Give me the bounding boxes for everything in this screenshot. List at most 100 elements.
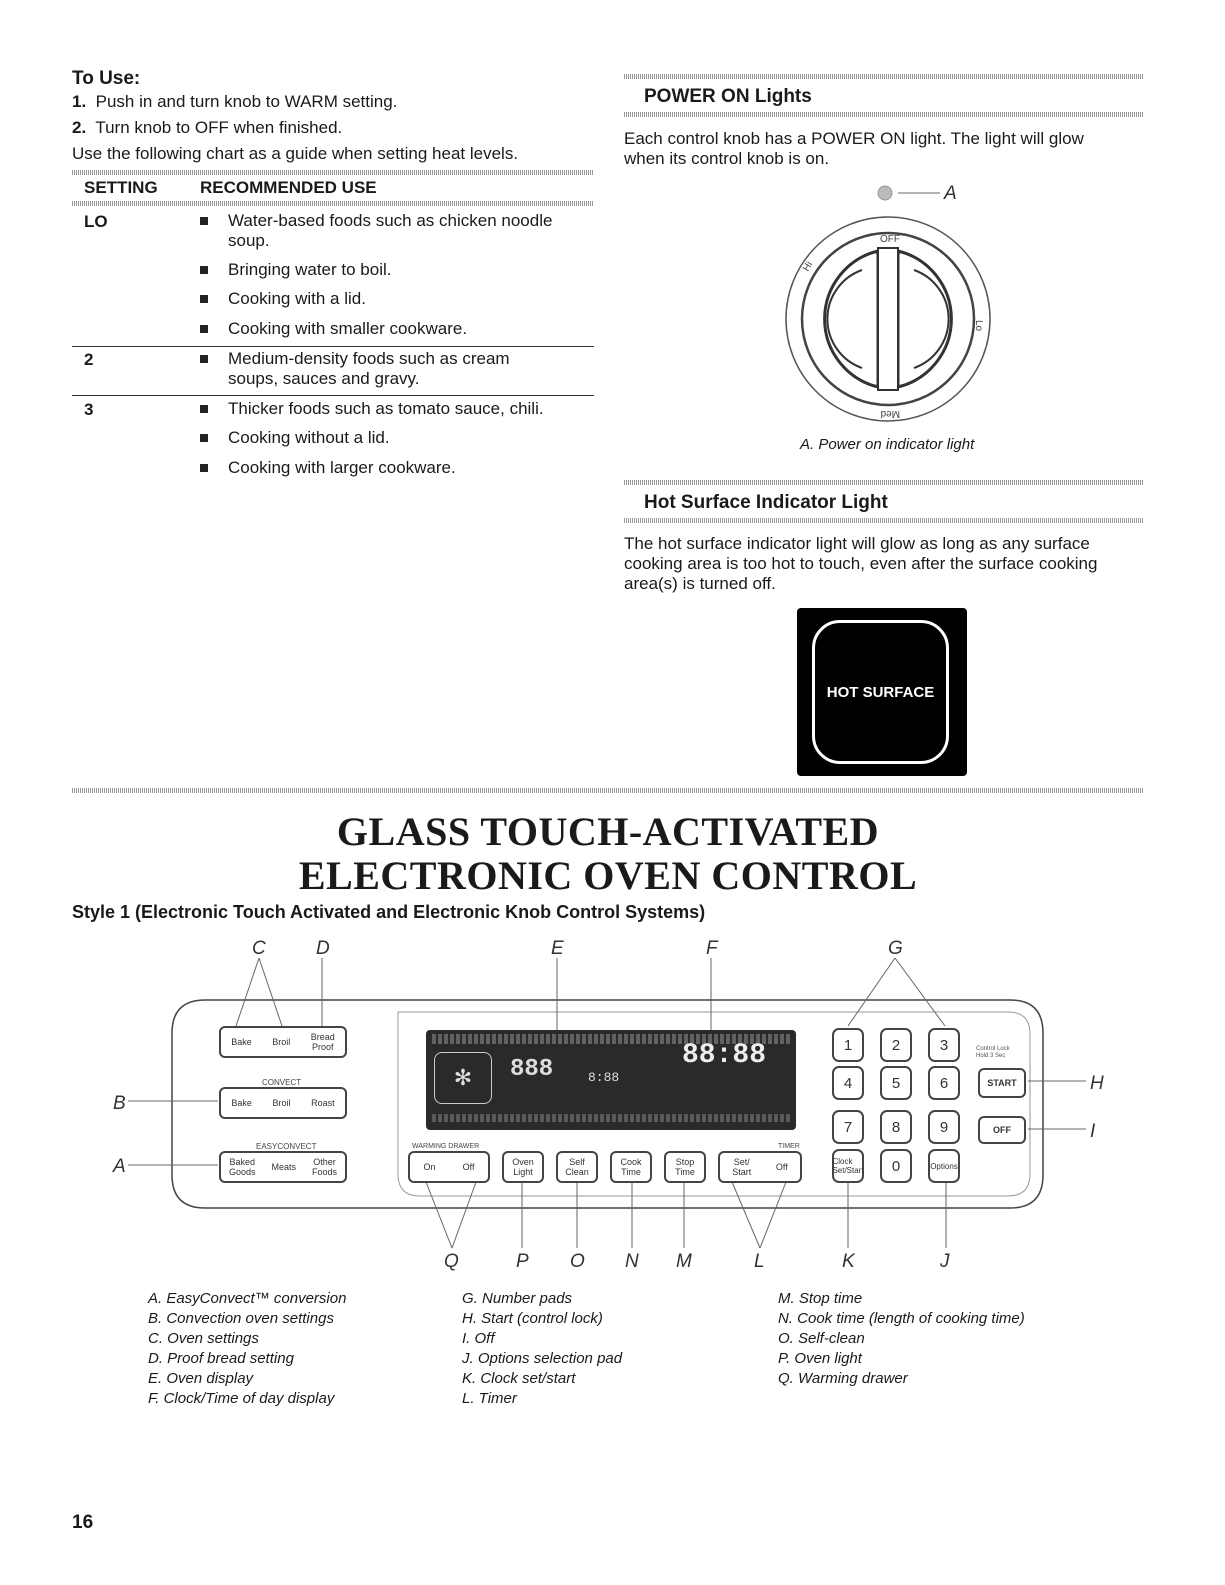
knob-caption: A. Power on indicator light xyxy=(800,436,975,453)
callout-o: O xyxy=(570,1251,585,1272)
legend-item: D. Proof bread setting xyxy=(148,1350,294,1367)
step-2: 2. Turn knob to OFF when finished. xyxy=(72,118,342,138)
number-pad-8[interactable]: 8 xyxy=(880,1110,912,1144)
table-header-rule xyxy=(72,201,594,206)
setting-2: 2 xyxy=(84,350,94,369)
legend-item: H. Start (control lock) xyxy=(462,1310,603,1327)
warming-off-button[interactable]: Off xyxy=(462,1162,475,1172)
knob-label-lo: Lo xyxy=(973,320,984,332)
bullet xyxy=(200,295,208,303)
number-pad-6[interactable]: 6 xyxy=(928,1066,960,1100)
legend-item: E. Oven display xyxy=(148,1370,254,1387)
knob-label-off: OFF xyxy=(880,234,900,245)
setting-lo: LO xyxy=(84,212,108,231)
section-rule xyxy=(624,112,1144,117)
hot-surface-heading: Hot Surface Indicator Light xyxy=(644,492,888,513)
convect-settings-group: Bake Broil Roast xyxy=(219,1087,347,1119)
convect-roast-button[interactable]: Roast xyxy=(311,1098,335,1108)
step-2-num: 2. xyxy=(72,118,87,137)
use-item: Water-based foods such as chicken noodle xyxy=(228,211,553,230)
callout-j: J xyxy=(940,1251,950,1272)
use-item: soup. xyxy=(228,231,270,250)
bullet xyxy=(200,217,208,225)
number-pad-9[interactable]: 9 xyxy=(928,1110,960,1144)
number-pad-5[interactable]: 5 xyxy=(880,1066,912,1100)
bullet xyxy=(200,266,208,274)
legend-item: F. Clock/Time of day display xyxy=(148,1390,335,1407)
hot-surface-indicator: HOT SURFACE xyxy=(797,608,967,776)
legend-item: I. Off xyxy=(462,1330,495,1347)
hot-surface-text-3: area(s) is turned off. xyxy=(624,574,776,593)
off-button[interactable]: OFF xyxy=(978,1116,1026,1144)
bake-button[interactable]: Bake xyxy=(231,1037,252,1047)
callout-f: F xyxy=(706,938,718,959)
chart-intro: Use the following chart as a guide when … xyxy=(72,144,519,163)
callout-c: C xyxy=(252,938,266,959)
power-on-text-1: Each control knob has a POWER ON light. … xyxy=(624,129,1084,148)
legend-item: G. Number pads xyxy=(462,1290,573,1307)
convect-broil-button[interactable]: Broil xyxy=(272,1098,291,1108)
display-temp: 888 xyxy=(510,1056,554,1083)
legend-item: C. Oven settings xyxy=(148,1330,259,1347)
knob-label-med: Med xyxy=(881,408,900,419)
step-1-num: 1. xyxy=(72,92,87,111)
callout-q: Q xyxy=(444,1251,459,1272)
convect-label: CONVECT xyxy=(262,1078,302,1087)
number-pad-7[interactable]: 7 xyxy=(832,1110,864,1144)
oven-display: ✻ 888 8:88 88:88 xyxy=(426,1030,796,1130)
callout-i: I xyxy=(1090,1121,1096,1142)
knob-grip-left-inner xyxy=(826,269,863,369)
use-item: soups, sauces and gravy. xyxy=(228,369,420,388)
number-pad-1[interactable]: 1 xyxy=(832,1028,864,1062)
legend-item: Q. Warming drawer xyxy=(778,1370,908,1387)
timer-group: Set/Start Off xyxy=(718,1151,802,1183)
number-pad-2[interactable]: 2 xyxy=(880,1028,912,1062)
section-rule xyxy=(624,74,1144,79)
hot-surface-text-1: The hot surface indicator light will glo… xyxy=(624,534,1090,553)
warming-drawer-group: On Off xyxy=(408,1151,490,1183)
callout-a-panel: A xyxy=(113,1156,126,1177)
broil-button[interactable]: Broil xyxy=(272,1037,291,1047)
callout-l: L xyxy=(754,1251,765,1272)
step-1: 1. Push in and turn knob to WARM setting… xyxy=(72,92,397,112)
options-button[interactable]: Options xyxy=(928,1149,960,1183)
convect-bake-button[interactable]: Bake xyxy=(231,1098,252,1108)
number-pad-0[interactable]: 0 xyxy=(880,1149,912,1183)
warming-on-button[interactable]: On xyxy=(423,1162,436,1172)
timer-off-button[interactable]: Off xyxy=(775,1162,788,1172)
bullet xyxy=(200,464,208,472)
legend-item: N. Cook time (length of cooking time) xyxy=(778,1310,1025,1327)
step-1-text: Push in and turn knob to WARM setting. xyxy=(95,92,398,111)
start-button[interactable]: START xyxy=(978,1068,1026,1098)
meats-button[interactable]: Meats xyxy=(271,1162,296,1172)
timer-set-start-button[interactable]: Set/Start xyxy=(732,1157,752,1177)
number-pad-3[interactable]: 3 xyxy=(928,1028,960,1062)
legend-col-3: M. Stop time N. Cook time (length of coo… xyxy=(778,1289,1025,1389)
table-top-rule xyxy=(72,170,594,175)
style-heading: Style 1 (Electronic Touch Activated and … xyxy=(72,902,706,922)
page-number: 16 xyxy=(72,1512,94,1533)
use-item: Thicker foods such as tomato sauce, chil… xyxy=(228,399,544,418)
power-on-light-icon xyxy=(877,185,893,201)
use-item: Cooking with larger cookware. xyxy=(228,458,456,477)
legend-item: P. Oven light xyxy=(778,1350,862,1367)
callout-p: P xyxy=(516,1251,529,1272)
bullet xyxy=(200,325,208,333)
knob-grip-right xyxy=(896,249,953,389)
col-use-header: RECOMMENDED USE xyxy=(200,178,377,197)
bullet xyxy=(200,355,208,363)
number-pad-4[interactable]: 4 xyxy=(832,1066,864,1100)
callout-a: A xyxy=(944,183,957,204)
full-width-rule xyxy=(72,788,1144,793)
power-on-heading: POWER ON Lights xyxy=(644,86,812,107)
